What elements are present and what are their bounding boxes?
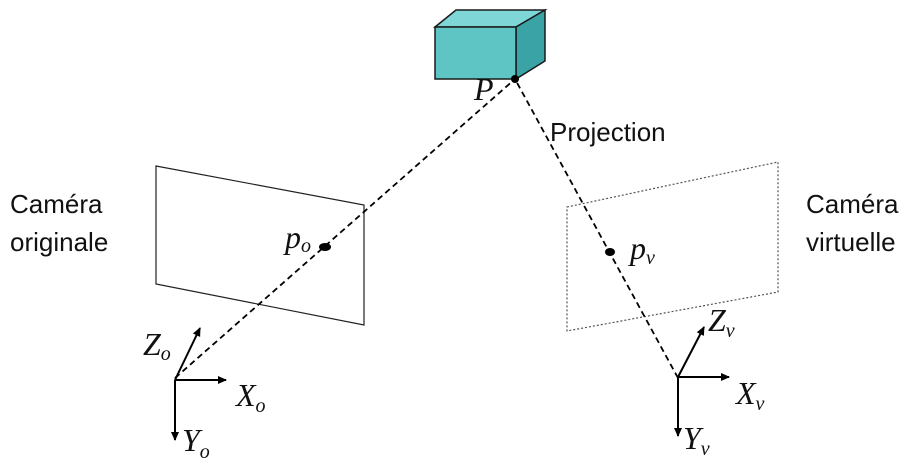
- axis-x-original-label: Xo: [234, 377, 266, 417]
- axis-z-virtual: [677, 326, 705, 378]
- image-point-po-label: po: [283, 219, 311, 257]
- virtual-camera-label-line2: virtuelle: [806, 227, 896, 257]
- virtual-camera-label-line1: Caméra: [806, 189, 899, 219]
- original-image-plane: [155, 165, 365, 326]
- original-camera-label-line1: Caméra: [10, 189, 103, 219]
- projection-ray-virtual: [514, 78, 679, 379]
- image-point-po-marker: [319, 243, 331, 251]
- cube-front-face: [434, 26, 517, 80]
- original-camera-label-line2: originale: [10, 227, 108, 257]
- image-point-pv-marker: [605, 248, 615, 256]
- axis-z-virtual-label: Zv: [708, 302, 735, 342]
- virtual-camera-axes: [674, 326, 730, 437]
- axis-z-original-label: Zo: [143, 326, 171, 365]
- axis-x-virtual-label: Xv: [734, 375, 765, 415]
- virtual-image-plane: [566, 161, 779, 332]
- axis-z-original: [174, 327, 201, 381]
- axis-y-virtual-label: Yv: [683, 420, 710, 460]
- projection-ray-original: [174, 78, 516, 379]
- image-point-pv-label: pv: [628, 230, 655, 269]
- point-label: P: [473, 71, 494, 107]
- axis-y-original-label: Yo: [182, 422, 210, 463]
- original-camera-axes: [171, 327, 227, 441]
- cube-3d-point: [432, 8, 548, 81]
- projection-label: Projection: [550, 117, 666, 147]
